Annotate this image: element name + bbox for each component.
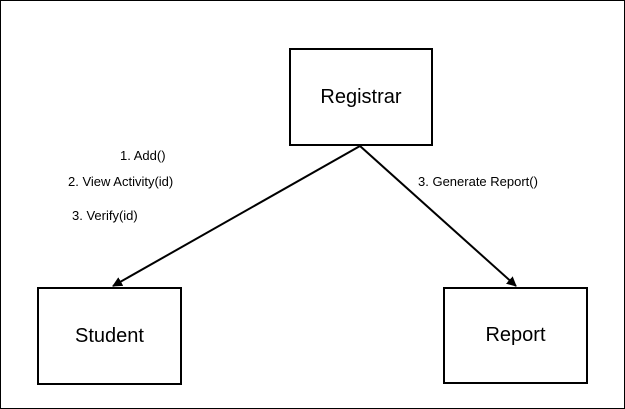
registrar-node: Registrar — [289, 48, 433, 146]
arrow-registrar-to-report — [359, 145, 517, 287]
registrar-label: Registrar — [320, 85, 402, 108]
message-add: 1. Add() — [120, 148, 166, 163]
arrow-registrar-to-student — [112, 145, 361, 287]
message-generate-report: 3. Generate Report() — [418, 174, 538, 189]
message-verify: 3. Verify(id) — [72, 208, 138, 223]
report-label: Report — [485, 324, 546, 346]
report-node: Report — [443, 287, 588, 384]
message-view-activity: 2. View Activity(id) — [68, 174, 174, 189]
student-node: Student — [37, 287, 182, 385]
student-label: Student — [75, 324, 144, 347]
